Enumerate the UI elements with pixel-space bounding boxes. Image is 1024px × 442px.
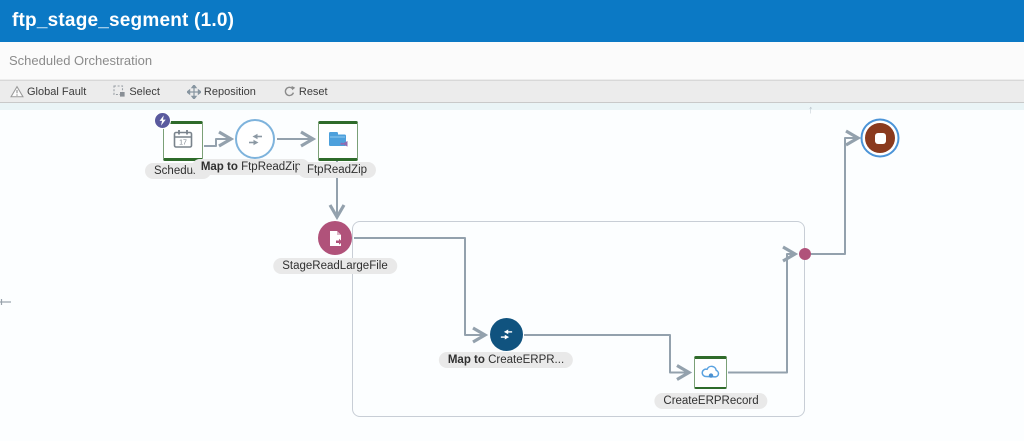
panel-resize-handle[interactable] [0,293,12,311]
stagereadlargefile-node[interactable] [318,221,352,255]
orchestration-type-bar: Scheduled Orchestration [0,42,1024,80]
map-to-ftpreadzip-label: Map to FtpReadZip [191,159,311,175]
schedule-node-box: 17 [163,121,203,161]
ftp-folder-icon [325,127,351,156]
map-icon [490,318,523,351]
ftpreadzip-node-box [318,121,358,161]
reset-button[interactable]: Reset [283,85,328,98]
schedule-lightning-badge-icon [154,112,171,129]
move-icon [186,84,201,99]
stagereadlargefile-label: StageReadLargeFile [273,258,397,274]
scroll-up-hint-icon: ↑ [808,104,814,116]
canvas-toolbar: Global Fault Select Reposition [0,80,1024,103]
map-to-createerp-node[interactable] [490,318,523,351]
connector-lines [204,129,862,381]
scope-container[interactable] [352,221,805,417]
canvas-top-strip [0,103,1024,110]
page-title: ftp_stage_segment (1.0) [12,10,235,31]
end-node[interactable] [865,123,895,153]
connector-junction-dot [799,248,811,260]
orchestration-canvas[interactable]: ↑ [0,103,1024,441]
ftpreadzip-node-label: FtpReadZip [297,162,377,178]
integration-title-bar: ftp_stage_segment (1.0) [0,0,1024,42]
global-fault-button[interactable]: Global Fault [10,85,86,98]
calendar-icon: 17 [171,127,195,156]
select-marquee-icon [113,85,126,98]
createerprecord-label: CreateERPRecord [654,393,768,409]
map-to-createerp-label: Map to CreateERPR... [438,352,574,368]
stage-file-icon [318,221,352,255]
svg-text:17: 17 [179,139,187,146]
erp-cloud-icon [700,362,722,385]
createerprecord-node-box [694,356,727,389]
ftpreadzip-node[interactable] [318,121,358,161]
select-button[interactable]: Select [113,85,160,98]
stop-icon [865,123,895,153]
orchestration-type-label: Scheduled Orchestration [9,53,153,68]
reset-icon [283,85,296,98]
map-icon [235,119,275,159]
schedule-node[interactable]: 17 [154,112,203,161]
map-to-ftpreadzip-node[interactable] [235,119,275,159]
reposition-button[interactable]: Reposition [186,84,256,99]
createerprecord-node[interactable] [694,356,727,389]
warning-triangle-icon [10,85,24,98]
